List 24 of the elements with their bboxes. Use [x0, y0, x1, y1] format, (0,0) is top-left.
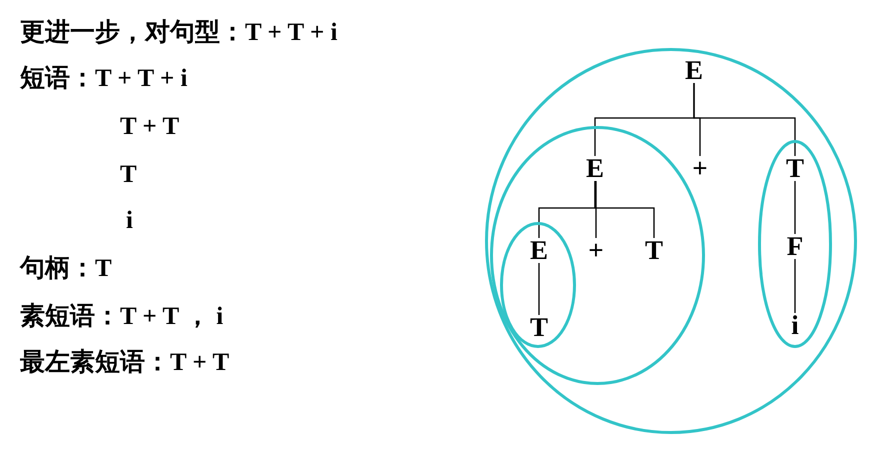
tree-symbol: T: [641, 235, 667, 265]
tree-symbol: E: [681, 55, 707, 85]
phrase-note: T + T: [120, 112, 180, 142]
tree-symbol: E: [526, 235, 552, 265]
tree-symbol: +: [583, 235, 609, 265]
phrase-note: 最左素短语：T + T: [20, 348, 230, 378]
phrase-note: 更进一步，对句型：T + T + i: [20, 18, 338, 48]
tree-branch: [693, 83, 796, 156]
tree-symbol: T: [782, 153, 808, 183]
tree-branch: [595, 181, 597, 238]
tree-symbol: i: [782, 310, 808, 340]
tree-branch: [794, 259, 796, 313]
tree-branch: [794, 181, 796, 234]
tree-symbol: +: [690, 153, 710, 183]
phrase-note: 句柄：T: [20, 254, 112, 284]
phrase-note: T: [120, 160, 137, 190]
phrase-note: 短语：T + T + i: [20, 64, 188, 94]
tree-branch: [538, 263, 540, 315]
tree-symbol: T: [526, 312, 552, 342]
tree-branch: [594, 181, 655, 238]
phrase-note: 素短语：T + T ， i: [20, 302, 224, 332]
phrase-note: i: [126, 206, 133, 236]
tree-symbol: F: [782, 231, 808, 261]
tree-symbol: E: [582, 153, 608, 183]
